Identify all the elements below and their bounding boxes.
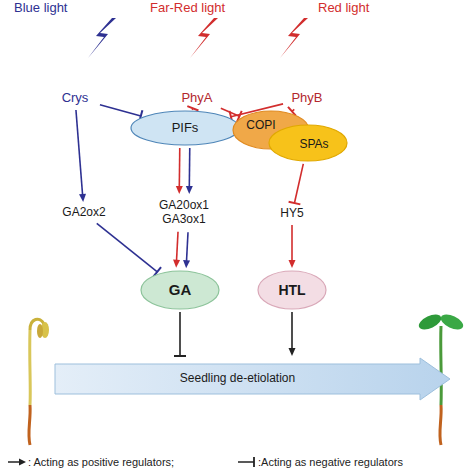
legend-row: :Acting as negative regulators [236,456,403,468]
arrow-head [183,260,190,268]
legend-text: : Acting as positive regulators; [28,456,174,468]
node-text: PhyB [291,91,322,106]
photoreceptor-label: PhyB [285,88,329,108]
blue-light-bolt [88,18,116,58]
ga-ellipse: GA [140,270,220,310]
connector-line [176,232,178,262]
connector-line [221,108,240,116]
activation-connector [186,148,193,194]
photoreceptor-label: PhyA [175,88,219,108]
activation-connector [183,232,190,268]
inhibition-bar [187,106,198,110]
pifs-ellipse: PIFs [130,110,240,146]
node-text: Seedling de-etiolation [180,372,295,386]
inhibition-connector [100,105,142,122]
node-text: HY5 [280,207,303,221]
light-label: Blue light [14,0,67,15]
legend-sample [6,456,28,468]
far-red-light-bolt [190,18,218,58]
gene-label: GA2ox2 [52,204,116,222]
arrow-head [173,260,180,268]
inhibition-connector [289,164,304,205]
node-text: GA20ox1 GA3ox1 [154,199,214,227]
arrow-head [289,260,296,268]
connector-line [191,108,193,110]
light-label: Far-Red light [150,0,225,15]
activation-connector [289,225,296,268]
node-text: HTL [278,282,305,298]
node-text: SPAs [299,138,328,152]
etiolated-seedling [29,319,49,445]
inhibition-connector [174,312,186,356]
red-light-bolt [280,18,308,58]
inhibition-bar [174,355,186,357]
connector-line [97,223,157,272]
spas-ellipse: SPAs [268,124,348,162]
connector-line [186,232,188,262]
connector-line [76,110,83,196]
activation-connector [289,312,296,356]
inhibition-connector [187,106,198,110]
arrow-head [79,194,86,202]
connector-line [178,148,180,188]
inhibition-bar [289,202,301,205]
legend-sample [236,456,258,468]
arrow-head [176,186,183,194]
ellipse-shape [141,271,219,309]
connector-line [294,164,303,203]
htl-ellipse: HTL [257,270,327,310]
inhibition-connector [97,223,161,276]
node-text: GA [169,281,192,298]
process-band-arrow: Seedling de-etiolation [55,358,450,400]
connector-line [188,148,190,188]
node-text: COPI [246,119,275,133]
gene-label: HY5 [273,205,311,223]
legend-row: : Acting as positive regulators; [6,456,174,468]
node-text: PIFs [172,121,199,136]
activation-connector [173,232,180,268]
arrow-head [186,186,193,194]
connector-line [179,312,181,356]
connector-line [100,105,141,116]
connector-line [292,109,294,111]
connector-line [291,312,293,350]
ellipse-shape [258,271,326,309]
ellipse-shape [131,111,239,145]
photoreceptor-label: Crys [52,88,98,108]
node-text: PhyA [181,91,212,106]
node-text: Crys [62,91,89,106]
node-text: GA2ox2 [62,206,105,220]
activation-connector [76,110,86,202]
arrow-head [289,348,296,356]
activation-connector [176,148,183,194]
legend-text: :Acting as negative regulators [258,456,403,468]
light-label: Red light [318,0,369,15]
connector-line [291,225,293,262]
band-shape [55,358,450,400]
gene-label: GA20ox1 GA3ox1 [154,196,214,230]
ellipse-shape [269,125,347,161]
